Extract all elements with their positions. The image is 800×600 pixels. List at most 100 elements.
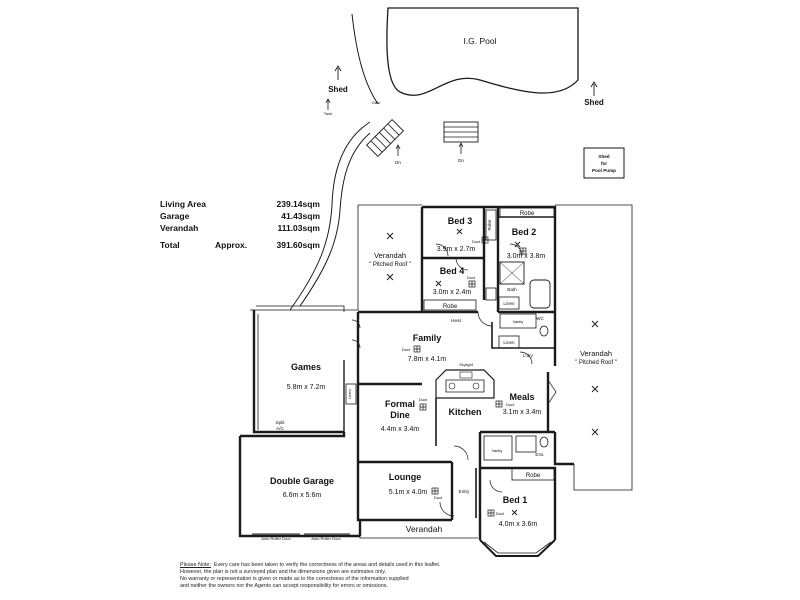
family-dim: 7.8m x 4.1m bbox=[408, 356, 447, 363]
bed4-label: Bed 4 bbox=[440, 266, 465, 276]
duct-label-dine: Duct bbox=[419, 397, 428, 402]
ensuite-vanity bbox=[483, 435, 513, 461]
door-swings bbox=[351, 243, 557, 517]
bed3-dim: 3.9m x 2.7m bbox=[437, 246, 476, 253]
area-row-verandah: Verandah 111.03sqm bbox=[160, 222, 320, 234]
bed4-dim: 3.0m x 2.4m bbox=[433, 289, 472, 296]
duct-label-bed3: Duct bbox=[472, 239, 481, 244]
site-boundary-left bbox=[351, 13, 379, 105]
pump-shed bbox=[583, 147, 625, 179]
ensuite-label: Ens. bbox=[535, 452, 544, 457]
garage-label: Double Garage bbox=[270, 476, 334, 486]
lounge-dim: 5.1m x 4.0m bbox=[389, 489, 428, 496]
meals-label: Meals bbox=[509, 392, 534, 402]
wc-label: WC bbox=[536, 316, 544, 321]
split-ac-line2: A/C bbox=[276, 426, 284, 431]
vanity-bath bbox=[499, 313, 537, 329]
verandah-right-note: " Pitched Roof " bbox=[575, 360, 617, 366]
area-row-total: Total Approx. 391.60sqm bbox=[160, 239, 320, 251]
path-curve-outer bbox=[289, 121, 371, 311]
bed1-label: Bed 1 bbox=[503, 495, 528, 505]
disclaimer: Please Note: Every care has been taken t… bbox=[180, 562, 500, 590]
verandah-top-note: " Pitched Roof " bbox=[369, 262, 411, 268]
disclaimer-heading: Please Note: bbox=[180, 562, 211, 568]
house-walls bbox=[238, 205, 574, 540]
shed-arrow-left bbox=[334, 65, 342, 80]
area-row-living: Living Area 239.14sqm bbox=[160, 198, 320, 210]
robe-bed2 bbox=[499, 207, 555, 218]
down-left-label: Dn bbox=[395, 160, 401, 165]
split-ac-line1: Split bbox=[276, 420, 286, 425]
disclaimer-line2: However, the plan is not a surveyed plan… bbox=[180, 569, 387, 575]
verandah-top-label: Verandah bbox=[374, 251, 406, 260]
pool-outline bbox=[386, 7, 579, 96]
down-right-label: Dn bbox=[458, 158, 464, 163]
dine-label: Dine bbox=[390, 410, 410, 420]
duct-label-bed4: Duct bbox=[467, 275, 476, 280]
robe-bed1-label: Robe bbox=[526, 473, 541, 479]
shed-arrow-right bbox=[590, 81, 598, 96]
heat-label: Heat bbox=[451, 318, 461, 323]
steps-right bbox=[443, 121, 479, 143]
robe-bed3 bbox=[485, 209, 497, 241]
pool-label: I.G. Pool bbox=[463, 36, 496, 46]
bed2-label: Bed 2 bbox=[512, 227, 537, 237]
games-window-top bbox=[256, 305, 345, 312]
shower bbox=[499, 261, 525, 285]
disclaimer-line3: No warranty or representation is given o… bbox=[180, 576, 409, 582]
ensuite-shower bbox=[515, 435, 537, 453]
area-value: 111.03sqm bbox=[277, 223, 320, 233]
lounge-label: Lounge bbox=[389, 472, 422, 482]
auto-roller-door-1: Auto Roller Door bbox=[261, 536, 291, 541]
robe-bed1 bbox=[511, 467, 555, 481]
total-label: Total bbox=[160, 240, 180, 250]
meals-dim: 3.1m x 3.4m bbox=[503, 409, 542, 416]
shed-left-label: Shed bbox=[328, 85, 348, 94]
robe-bed4-label: Robe bbox=[443, 304, 458, 310]
steps-left bbox=[365, 118, 405, 158]
pump-shed-line2: for bbox=[601, 161, 607, 166]
verandah-top-outline bbox=[250, 204, 422, 311]
linen2-label: Linen bbox=[503, 340, 515, 345]
robe-bed4 bbox=[423, 299, 477, 311]
verandah-front-label: Verandah bbox=[406, 524, 443, 534]
vanity2-label: Vanity bbox=[492, 448, 503, 453]
down-arrow-right bbox=[458, 142, 464, 154]
bed1-dim: 4.0m x 3.6m bbox=[499, 521, 538, 528]
linen-cupboard-1 bbox=[498, 296, 520, 310]
games-label: Games bbox=[291, 362, 321, 372]
bath-label: Bath bbox=[507, 287, 517, 292]
bed1-bay-window-glass bbox=[483, 541, 552, 554]
area-value: 239.14sqm bbox=[276, 199, 320, 209]
formal-label: Formal bbox=[385, 399, 415, 409]
formal-dine-dim: 4.4m x 3.4m bbox=[381, 426, 420, 433]
path-curve-inner bbox=[299, 132, 371, 307]
duct-label-bed1: Duct bbox=[496, 511, 505, 516]
area-summary: Living Area 239.14sqm Garage 41.43sqm Ve… bbox=[160, 198, 320, 251]
laundry-label: L'dry bbox=[523, 353, 534, 358]
total-approx: Approx. bbox=[215, 240, 248, 250]
gate-label: Gate bbox=[372, 100, 381, 105]
skylight-label: Skylight bbox=[459, 362, 474, 367]
duct-label-meals: Duct bbox=[506, 402, 515, 407]
tank-arrow bbox=[325, 98, 331, 110]
vanity1-label: Vanity bbox=[513, 319, 524, 324]
shed-right-label: Shed bbox=[584, 98, 604, 107]
auto-roller-door-2: Auto Roller Door bbox=[311, 536, 341, 541]
area-label: Garage bbox=[160, 211, 190, 221]
tank-label: Tank bbox=[324, 111, 332, 116]
area-label: Verandah bbox=[160, 223, 199, 233]
down-arrow-left bbox=[395, 144, 401, 156]
garage-dim: 6.6m x 5.6m bbox=[283, 492, 322, 499]
kitchen-label: Kitchen bbox=[448, 407, 481, 417]
verandah-right-outline bbox=[555, 204, 633, 491]
kitchen-island bbox=[435, 369, 495, 399]
light-markers bbox=[386, 228, 599, 516]
robe-bed3-label: Robe bbox=[487, 219, 492, 230]
linen1-label: Linen bbox=[503, 301, 515, 306]
duct-label-family: Duct bbox=[402, 347, 411, 352]
bath-tub bbox=[529, 279, 551, 309]
linen3-label: Linen bbox=[347, 389, 352, 399]
